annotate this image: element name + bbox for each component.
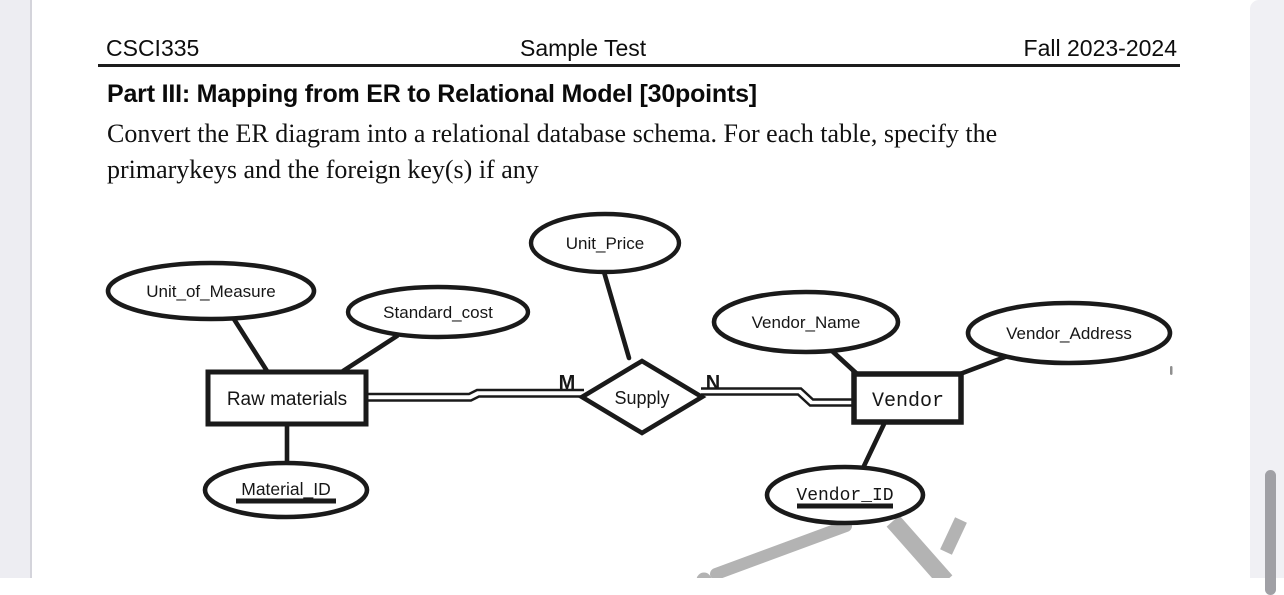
cardinality-n: N — [706, 372, 720, 394]
connector-standard-cost — [340, 333, 400, 374]
header-term: Fall 2023-2024 — [1023, 35, 1177, 61]
entity-label-raw-materials: Raw materials — [227, 389, 347, 410]
header-course-code: CSCI335 — [106, 35, 200, 61]
connector-unit-of-measure — [229, 313, 270, 374]
header-rule — [98, 64, 1180, 67]
attribute-ellipse-unit-of-measure — [105, 260, 317, 322]
relationship-label-supply: Supply — [614, 388, 669, 408]
connector-vendor-id — [860, 421, 887, 471]
attribute-label-unit-price: Unit_Price — [566, 234, 644, 253]
watermark-dot — [696, 572, 712, 578]
attribute-label-vendor-address: Vendor_Address — [1006, 324, 1132, 343]
entity-rect-vendor — [851, 371, 964, 425]
instruction-line-2: primarykeys and the foreign key(s) if an… — [107, 155, 539, 184]
watermark-strokes — [696, 515, 967, 578]
attribute-label-material-id: Material_ID — [241, 479, 330, 500]
scrollbar-thumb[interactable] — [1265, 470, 1276, 595]
relationship-double-line-left — [368, 388, 588, 402]
instruction-line-1: Convert the ER diagram into a relational… — [107, 119, 998, 148]
er-diagram: Unit_of_Measure Standard_cost Unit_Price… — [105, 211, 1173, 578]
connector-vendor-name — [828, 347, 859, 376]
attribute-ellipse-vendor-address — [965, 300, 1173, 366]
attribute-ellipse-vendor-id — [764, 464, 926, 526]
watermark-stroke-thick — [886, 515, 953, 578]
section-heading: Part III: Mapping from ER to Relational … — [107, 80, 757, 108]
attribute-label-unit-of-measure: Unit_of_Measure — [146, 282, 275, 301]
attribute-label-standard-cost: Standard_cost — [383, 303, 493, 322]
attribute-label-vendor-id: Vendor_ID — [796, 486, 893, 506]
attribute-ellipse-unit-price — [528, 211, 682, 275]
attribute-label-vendor-name: Vendor_Name — [752, 313, 861, 332]
entity-label-vendor: Vendor — [872, 390, 944, 413]
relationship-double-line-right — [701, 387, 853, 407]
connector-unit-price — [601, 269, 632, 361]
attribute-ellipse-vendor-name — [711, 289, 901, 355]
relationship-diamond-supply — [577, 358, 707, 436]
watermark-stroke-long — [710, 520, 852, 578]
stray-mark — [1170, 366, 1173, 375]
attribute-ellipse-standard-cost — [345, 284, 531, 340]
entity-rect-raw-materials — [205, 369, 369, 427]
left-page-gutter — [0, 0, 32, 578]
watermark-stroke-tip — [940, 517, 967, 555]
cardinality-m: M — [559, 372, 576, 394]
header-doc-title: Sample Test — [520, 35, 647, 61]
